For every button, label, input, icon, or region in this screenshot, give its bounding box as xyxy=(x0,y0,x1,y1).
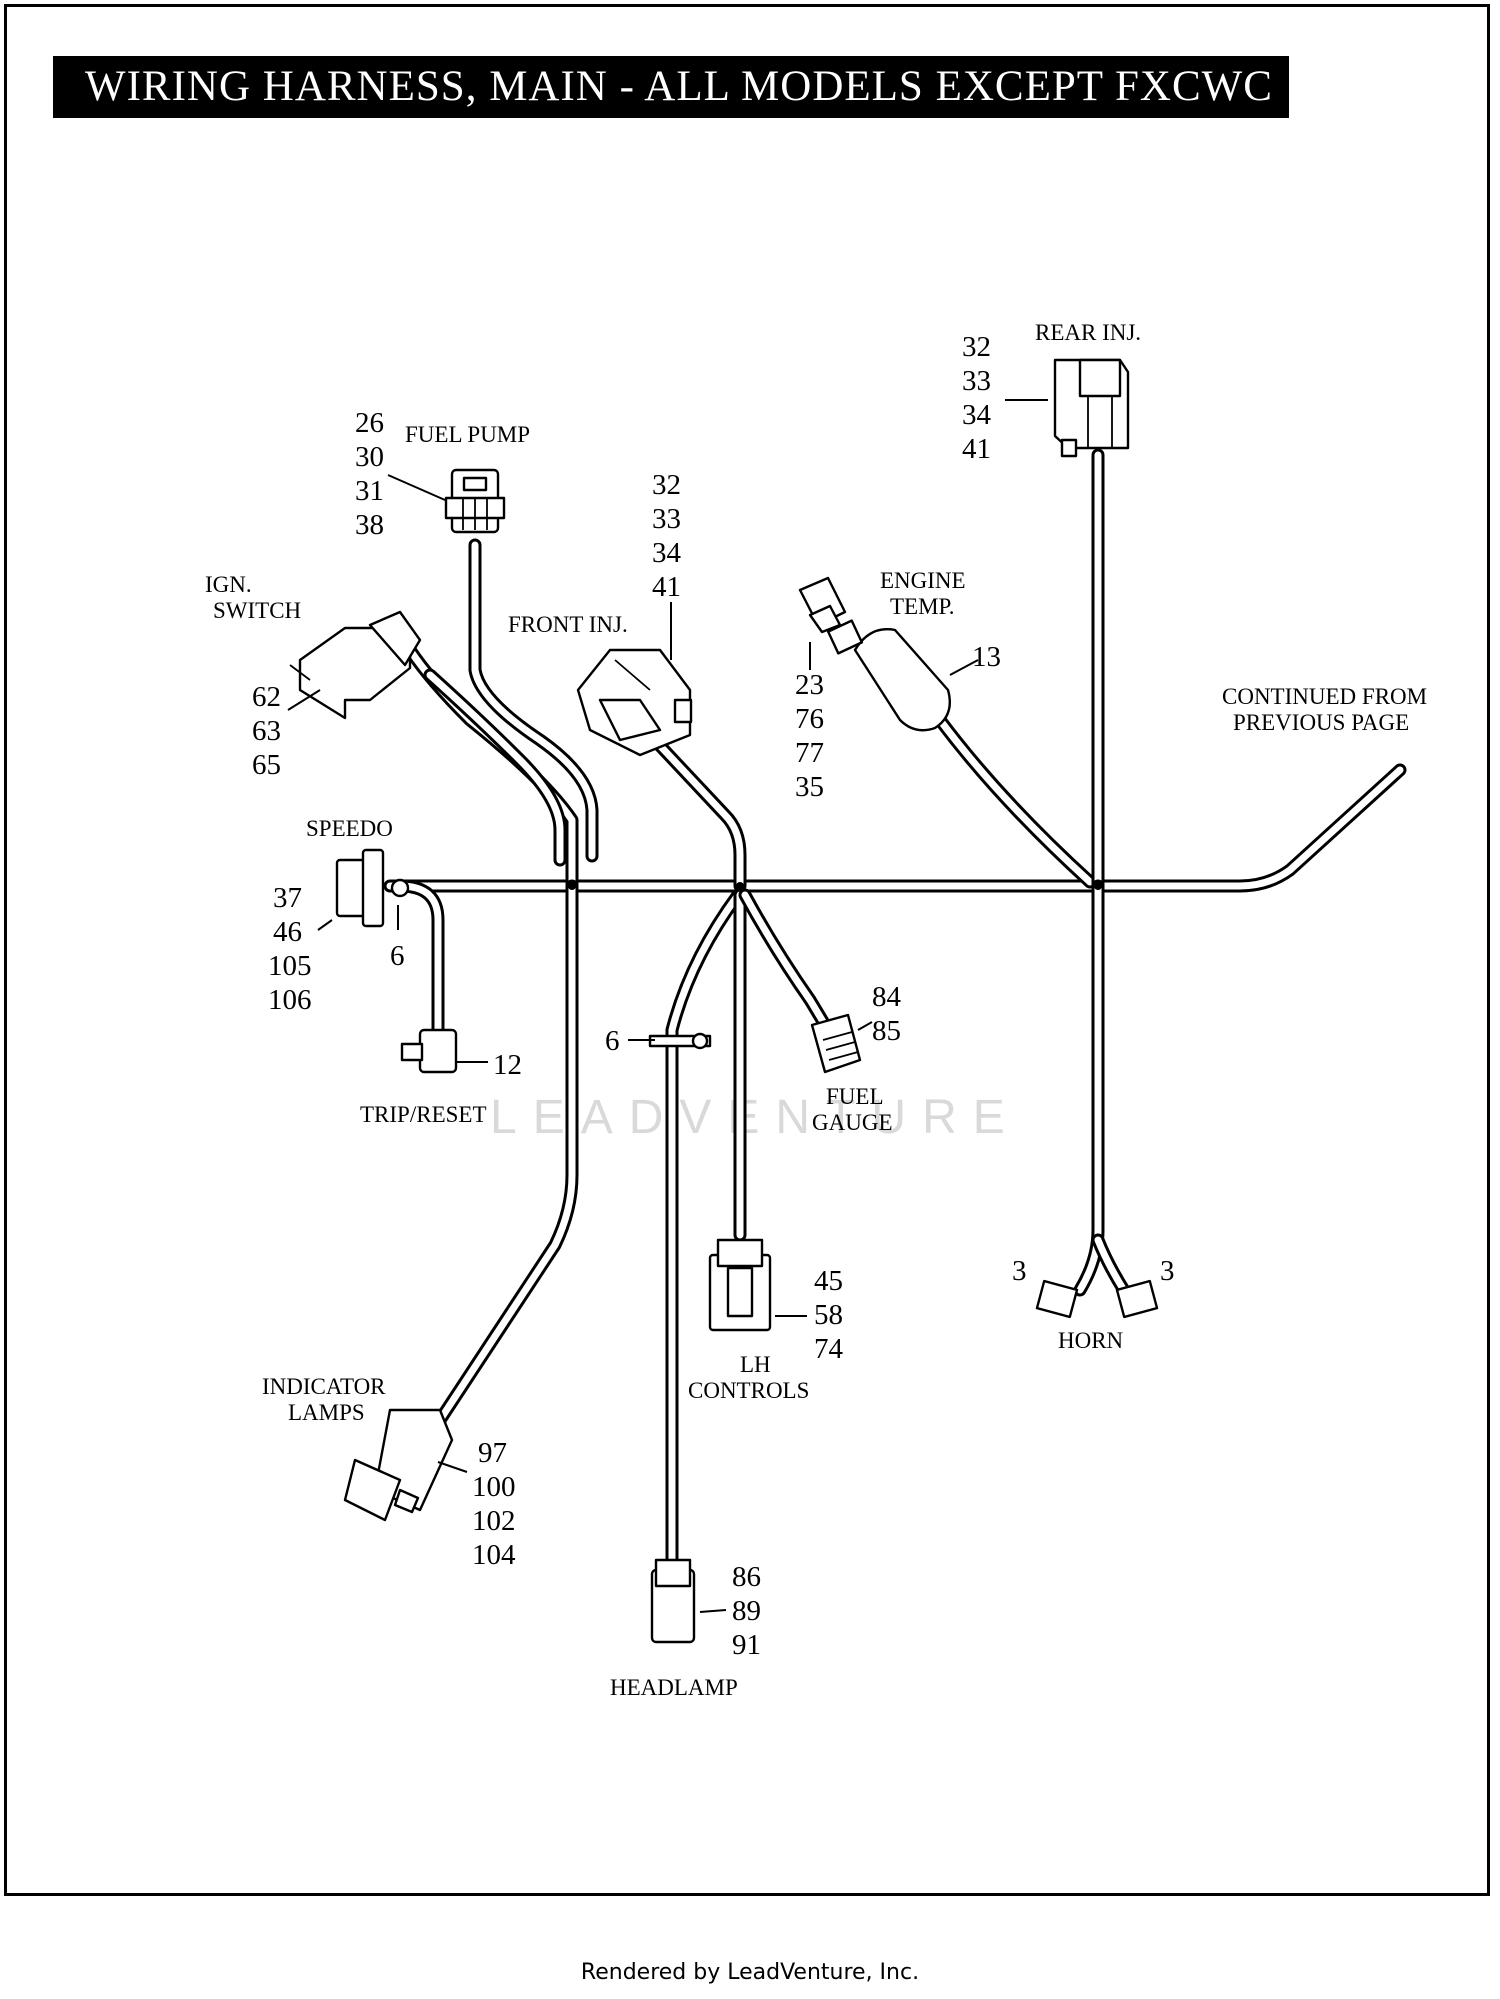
part-number: 3 xyxy=(1160,1255,1175,1287)
trip-reset-label: TRIP/RESET xyxy=(360,1102,487,1127)
footer-credit: Rendered by LeadVenture, Inc. xyxy=(580,1960,920,1985)
part-number: 100 xyxy=(472,1471,516,1503)
part-number: 34 xyxy=(962,399,992,431)
fuel-pump-label: FUEL PUMP xyxy=(405,422,530,447)
part-number: 31 xyxy=(355,475,384,507)
part-number: 30 xyxy=(355,441,384,473)
ign-switch-label-1: IGN. xyxy=(205,572,252,597)
fuel-pump-connector xyxy=(444,468,506,534)
indicator-lamps-label-1: INDICATOR xyxy=(262,1374,386,1399)
trip-reset-wire xyxy=(393,879,445,1037)
part-number: 6 xyxy=(605,1025,620,1057)
drawing-frame xyxy=(4,4,1490,1896)
trip-reset-switch xyxy=(400,1028,458,1074)
part-number: 41 xyxy=(652,571,681,603)
part-number: 62 xyxy=(252,681,281,713)
engine-temp-label-2: TEMP. xyxy=(890,594,955,619)
part-number: 76 xyxy=(795,703,824,735)
part-number: 106 xyxy=(268,984,312,1016)
fuel-gauge-label-2: GAUGE xyxy=(812,1110,893,1135)
part-number: 41 xyxy=(962,433,991,465)
part-number: 6 xyxy=(390,940,405,972)
part-number: 35 xyxy=(795,771,824,803)
part-number: 38 xyxy=(355,509,384,541)
leader-lines xyxy=(287,399,1048,1613)
horn-connectors xyxy=(1035,1279,1159,1319)
component-labels: FUEL PUMP IGN. SWITCH FRONT INJ. REAR IN… xyxy=(205,320,1427,1700)
engine-temp-label-1: ENGINE xyxy=(880,568,966,593)
part-number: 63 xyxy=(252,715,281,747)
part-number: 26 xyxy=(355,407,384,439)
part-number: 104 xyxy=(472,1539,516,1571)
part-number: 89 xyxy=(732,1595,761,1627)
part-number: 86 xyxy=(732,1561,761,1593)
horn-label: HORN xyxy=(1058,1328,1124,1353)
front-inj-connector xyxy=(576,648,693,757)
page-title: WIRING HARNESS, MAIN - ALL MODELS EXCEPT… xyxy=(53,56,1289,118)
part-number: 23 xyxy=(795,669,824,701)
speedo-label: SPEEDO xyxy=(306,816,393,841)
continued-label-1: CONTINUED FROM xyxy=(1222,684,1427,709)
part-number: 34 xyxy=(652,537,682,569)
part-number-callouts: 26 30 31 38 62 63 65 32 33 34 41 32 33 3… xyxy=(252,331,1175,1661)
part-number: 12 xyxy=(493,1049,522,1081)
fuel-gauge-label-1: FUEL xyxy=(826,1084,884,1109)
lh-controls-connector xyxy=(708,1238,772,1332)
part-number: 13 xyxy=(972,641,1001,673)
ign-switch-label-2: SWITCH xyxy=(213,598,301,623)
part-number: 105 xyxy=(268,950,312,982)
indicator-lamps-label-2: LAMPS xyxy=(288,1400,365,1425)
part-number: 33 xyxy=(652,503,681,535)
front-inj-wire xyxy=(643,728,747,893)
part-number: 37 xyxy=(273,882,302,914)
ign-switch-connector xyxy=(289,610,422,720)
part-number: 85 xyxy=(872,1015,901,1047)
indicator-lamps-connector xyxy=(343,1408,454,1522)
part-number: 91 xyxy=(732,1629,761,1661)
headlamp-connector xyxy=(650,1558,696,1644)
rear-inj-label: REAR INJ. xyxy=(1035,320,1141,345)
part-number: 58 xyxy=(814,1299,843,1331)
speedo-connector xyxy=(335,848,410,928)
part-number: 74 xyxy=(814,1333,844,1365)
part-number: 32 xyxy=(652,469,681,501)
part-number: 32 xyxy=(962,331,991,363)
part-number: 102 xyxy=(472,1505,516,1537)
lh-controls-label-1: LH xyxy=(740,1352,771,1377)
part-number: 33 xyxy=(962,365,991,397)
part-number: 46 xyxy=(273,916,302,948)
engine-temp-sensor xyxy=(798,576,952,732)
part-number: 3 xyxy=(1012,1255,1027,1287)
part-number: 97 xyxy=(478,1437,507,1469)
rear-inj-connector xyxy=(1053,358,1130,458)
lh-controls-label-2: CONTROLS xyxy=(688,1378,809,1403)
continued-label-2: PREVIOUS PAGE xyxy=(1233,710,1409,735)
part-number: 84 xyxy=(872,981,902,1013)
part-number: 65 xyxy=(252,749,281,781)
fuel-gauge-connector xyxy=(810,1013,862,1074)
indicator-lamps-wire xyxy=(433,879,579,1427)
part-number: 45 xyxy=(814,1265,843,1297)
part-number: 77 xyxy=(795,737,824,769)
front-inj-label: FRONT INJ. xyxy=(508,612,628,637)
wire-clip xyxy=(648,1032,712,1050)
headlamp-label: HEADLAMP xyxy=(610,1675,738,1700)
